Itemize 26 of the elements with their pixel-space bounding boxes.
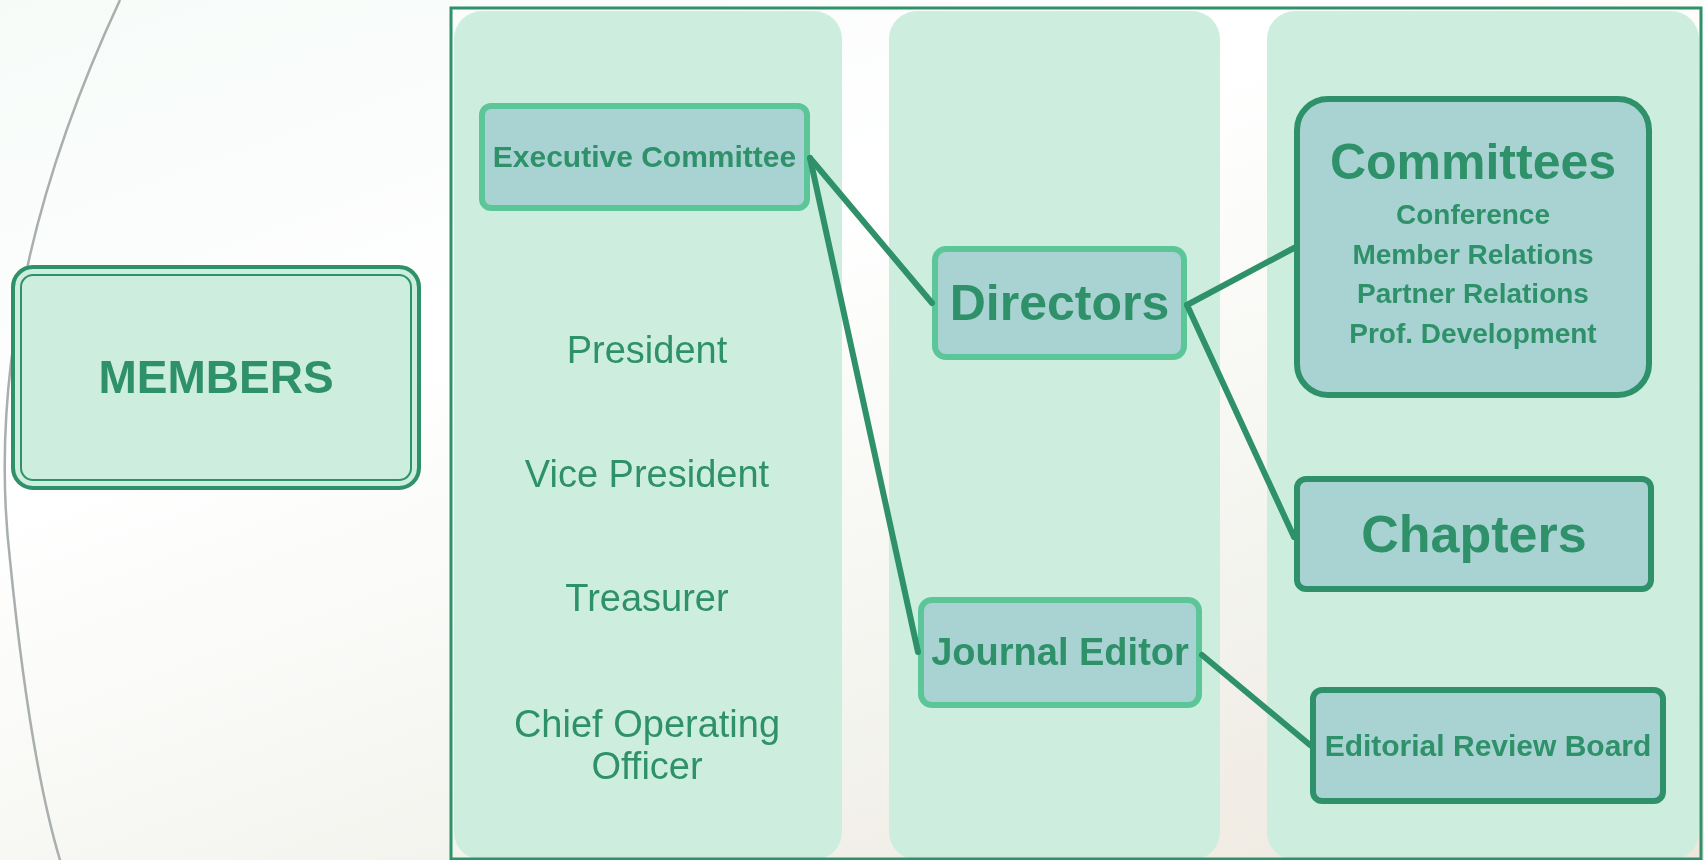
node-title: MEMBERS xyxy=(98,353,334,402)
node-title: Directors xyxy=(949,276,1170,330)
role-title: Treasurer xyxy=(564,578,730,620)
connector-line xyxy=(807,155,921,655)
role-box xyxy=(1294,96,1652,398)
node-text: Conference xyxy=(1395,200,1550,230)
node-text: Partner Relations xyxy=(1357,279,1589,309)
node-title: Editorial Review Board xyxy=(1324,729,1652,762)
role-box xyxy=(479,103,810,211)
role-title: Chief Operating Officer xyxy=(512,704,782,788)
node-title: Committees xyxy=(1329,135,1617,189)
role-box xyxy=(932,246,1187,360)
role-title: Vice President xyxy=(523,454,771,496)
role-box xyxy=(1310,687,1666,804)
node-title: Journal Editor xyxy=(931,632,1189,673)
role-title: President xyxy=(565,330,729,372)
role-box xyxy=(918,597,1202,708)
node-text: Prof. Development xyxy=(1349,318,1597,349)
node-title: Executive Committee xyxy=(492,141,797,173)
connector-line xyxy=(1184,302,1297,540)
role-box xyxy=(1294,476,1654,592)
node-title: Chapters xyxy=(1361,506,1587,562)
members-box xyxy=(11,265,421,490)
connector-line xyxy=(1184,245,1297,308)
node-text: Member Relations xyxy=(1352,239,1594,270)
connector-line xyxy=(1199,652,1313,748)
